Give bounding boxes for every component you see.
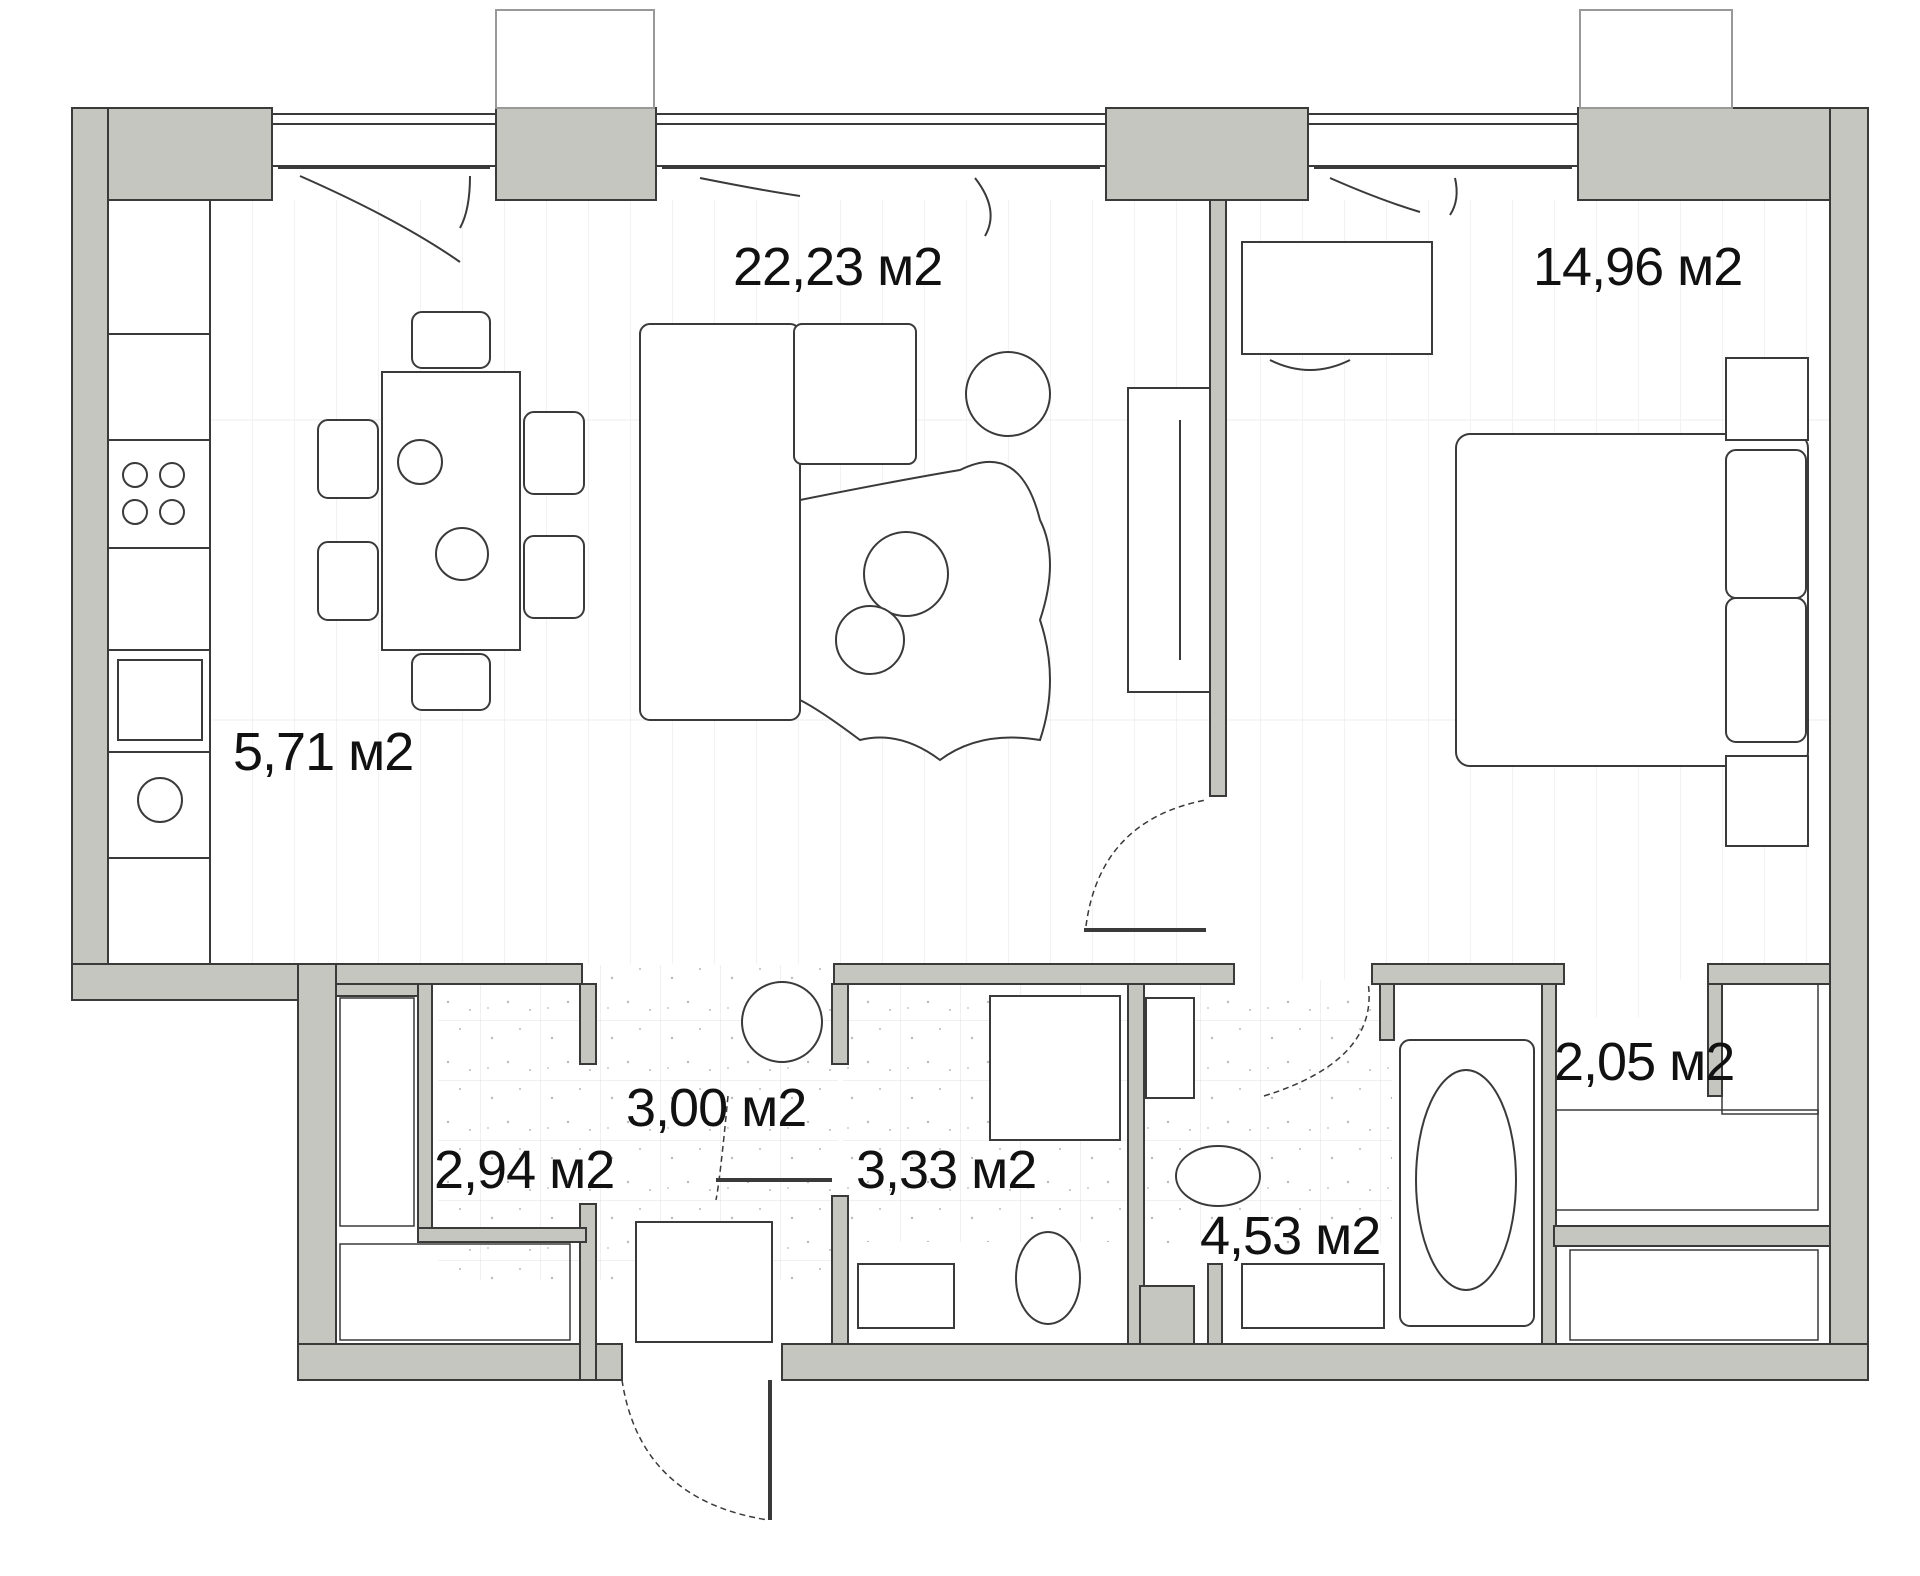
bathroom-fixtures: [635, 981, 1535, 1343]
bedroom-furniture: [1241, 241, 1809, 847]
room-area-wardrobe-right: 2,05 м2: [1554, 1032, 1734, 1092]
room-area-hall: 3,00 м2: [626, 1078, 806, 1138]
kitchen-counters: [107, 199, 211, 965]
room-area-bathroom-1: 3,33 м2: [856, 1140, 1036, 1200]
room-area-wardrobe-left: 2,94 м2: [434, 1140, 614, 1200]
doors: [621, 799, 1370, 1521]
walls: [71, 107, 1869, 1381]
room-area-living: 22,23 м2: [733, 237, 942, 297]
door-leaves: [716, 928, 1206, 1520]
room-area-bathroom-2: 4,53 м2: [1200, 1206, 1380, 1266]
dining-table: [317, 311, 585, 711]
living-furniture: [639, 323, 1051, 762]
wardrobe-shelves: [339, 983, 1819, 1341]
tv-unit: [1127, 387, 1211, 693]
room-area-bedroom: 14,96 м2: [1533, 237, 1742, 297]
room-area-kitchen: 5,71 м2: [233, 722, 413, 782]
windows: [271, 9, 1733, 263]
